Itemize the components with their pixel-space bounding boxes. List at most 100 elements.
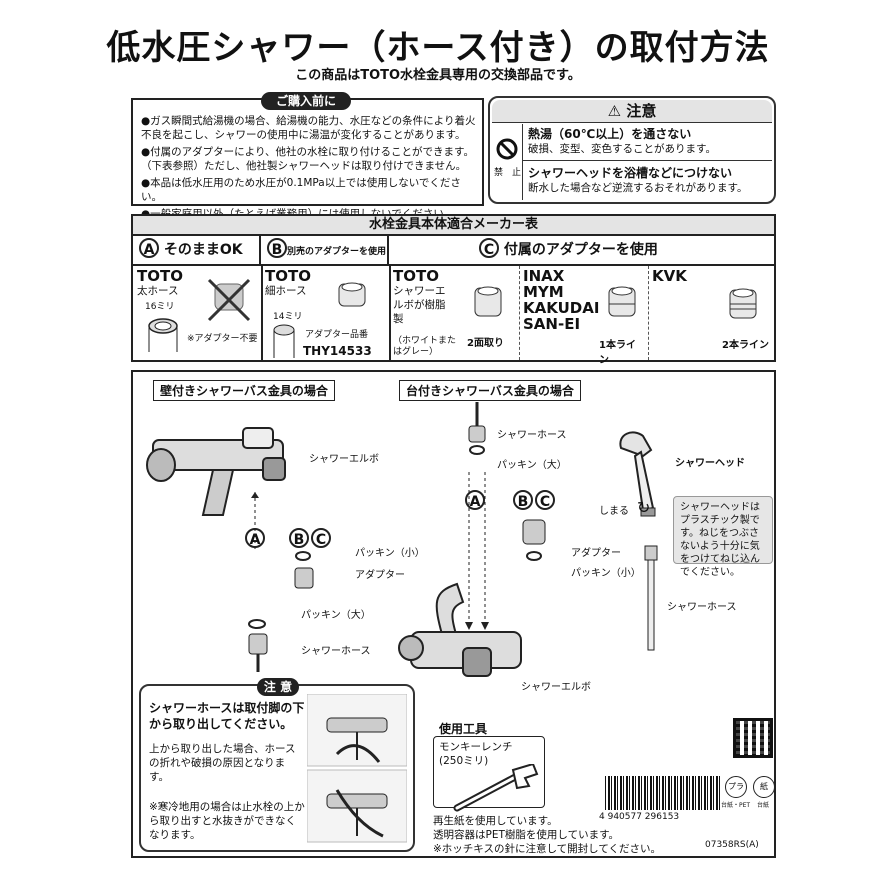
compat-cell: TOTO 細ホース 14ミリ アダプター品番 THY14533 [265,268,387,358]
adapter-icon [474,286,502,317]
wall-label-elbow: シャワーエルボ [309,454,379,465]
note-text: 上から取り出した場合、ホースの折れや破損の原因となります。 [149,743,296,783]
wall-letter-b: B [289,528,309,548]
caution-box: ⚠ 注意 禁 止 熱湯（60℃以上）を通さない 破損、変型、変色することがありま… [488,96,776,204]
wall-section-heading: 壁付きシャワーバス金具の場合 [153,380,335,401]
shower-head-illustration [619,431,656,517]
cell-note: （ホワイトまたはグレー） [393,336,457,357]
letter-a: A [139,238,159,258]
note-heading: 注 意 [257,678,299,696]
before-purchase-item: ●付属のアダプターにより、他社の水栓に取り付けることができます。（下表参照）ただ… [141,146,474,172]
recycle-sub-1: 台紙・PET [721,802,751,809]
deck-adapter-illustration [522,519,546,561]
prohibit-icon [496,138,518,160]
shower-head-tip: シャワーヘッドはプラスチック製です。ねじをつぶさないよう十分に気をつけてねじ込ん… [673,496,773,578]
recycle-plastic-icon: プラ [725,776,747,798]
deck-hose-illustration [644,545,658,651]
brand-sub: 細ホース [265,285,307,297]
deck-letter-a: A [465,490,485,510]
product-code: 07358RS(A) [705,840,759,850]
brand-sub: 太ホース [137,285,179,297]
footer-line: 透明容器はPET樹脂を使用しています。 [433,829,620,841]
brand-name: TOTO [265,267,311,285]
dimension-label: 16ミリ [145,302,175,312]
column-c-label: 付属のアダプターを使用 [503,242,658,258]
page-subtitle: この商品はTOTO水栓金具専用の交換部品です。 [295,68,581,83]
deck-label-tighten: しまる [599,506,629,517]
deck-label-shower-hose-2: シャワーホース [667,602,737,613]
compat-cell: INAX MYM KAKUDAI SAN-EI 1本ライン [523,267,645,366]
deck-label-elbow: シャワーエルボ [521,682,591,693]
adapter-icon [729,288,757,319]
caution-heading: 注意 [626,102,657,120]
barcode-number: 4 940577 296153 [599,812,680,822]
before-purchase-item: ●本品は低水圧用のため水圧が0.1MPa以上では使用しないでください。 [141,177,461,203]
note-bold: シャワーホースは取付脚の下から取り出してください。 [149,701,305,731]
warning-icon: ⚠ [607,102,622,120]
wall-label-packing-large: パッキン（大） [301,610,371,621]
brand-name: KVK [652,267,687,285]
cell-tag: 2本ライン [722,340,769,351]
before-purchase-box: ご購入前に ●ガス瞬間式給湯機の場合、給湯機の能力、水圧などの条件により着火不良… [131,92,484,220]
adapter-icon [338,282,366,307]
compat-cell: TOTO 太ホース 16ミリ ※アダプター不要 [137,268,259,358]
cell-tag: 2面取り [467,338,504,349]
cell-note: アダプター品番 [305,330,369,340]
faucet-install-illustration [307,694,407,843]
before-purchase-heading: ご購入前に [261,92,351,110]
dimension-label: 14ミリ [273,312,303,322]
column-a-header: A そのままOK [133,236,261,264]
tools-item: モンキーレンチ (250ミリ) [439,741,513,767]
deck-section-heading: 台付きシャワーバス金具の場合 [399,380,581,401]
compat-table-title: 水栓金具本体適合メーカー表 [133,216,774,236]
letter-c: C [479,238,499,258]
footer-line: ※ホッチキスの針に注意して開封してください。 [433,843,662,855]
before-purchase-item: ●ガス瞬間式給湯機の場合、給湯機の能力、水圧などの条件により着火不良を起こし、シ… [141,115,476,141]
wrench-icon [453,764,539,812]
wall-letter-c: C [311,528,331,548]
wall-parts-illustration [248,492,314,672]
hose-end-icon [273,324,295,358]
wall-label-shower-hose: シャワーホース [301,646,371,657]
brand-name: TOTO [137,267,183,285]
note-text-cold: ※寒冷地用の場合は止水栓の上から取り出すと水抜きができなくなります。 [149,801,305,841]
recycle-paper-icon: 紙 [753,776,775,798]
cell-tag: 1本ライン [599,340,636,366]
brand-sub: シャワーエルボが樹脂製 [393,285,446,325]
adapter-code: THY14533 [303,344,372,358]
deck-faucet-illustration [398,402,522,677]
brand-name: INAX MYM KAKUDAI SAN-EI [523,267,600,333]
page-title: 低水圧シャワー（ホース付き）の取付方法 [106,28,770,68]
deck-letter-c: C [535,490,555,510]
letter-b: B [267,238,287,258]
wall-label-packing-small: パッキン（小） [355,548,425,559]
deck-label-adapter: アダプター [571,548,621,559]
barcode [605,776,721,810]
recycle-sub-2: 台紙 [757,802,770,809]
wall-faucet-illustration [146,427,286,516]
qr-code [733,718,773,758]
caution-item-title: シャワーヘッドを浴槽などにつけない [528,166,733,180]
column-b-label: 別売のアダプターを使用 [287,247,387,257]
install-diagram: 壁付きシャワーバス金具の場合 台付きシャワーバス金具の場合 シャワーエルボ A … [131,370,776,858]
prohibit-label: 禁 止 [494,168,522,178]
cell-note: ※アダプター不要 [187,334,258,344]
tools-heading: 使用工具 [439,722,488,736]
rotate-arrow-icon: ↻ [637,498,651,517]
hose-end-icon [148,318,178,352]
caution-item-text: 破損、変型、変色することがあります。 [528,143,716,155]
compat-cell: TOTO シャワーエルボが樹脂製 （ホワイトまたはグレー） 2面取り [393,268,517,358]
deck-label-packing-small: パッキン（小） [571,568,641,579]
brand-name: TOTO [393,267,439,285]
adapter-icon [608,286,636,317]
caution-item-title: 熱湯（60℃以上）を通さない [528,127,692,141]
compat-cell: KVK 2本ライン [652,268,772,358]
deck-label-packing-large: パッキン（大） [497,460,567,471]
column-c-header: C 付属のアダプターを使用 [389,236,774,264]
column-a-label: そのままOK [163,242,243,258]
tools-box [433,736,545,808]
crossed-adapter-icon [207,278,251,322]
deck-label-shower-hose: シャワーホース [497,430,567,441]
